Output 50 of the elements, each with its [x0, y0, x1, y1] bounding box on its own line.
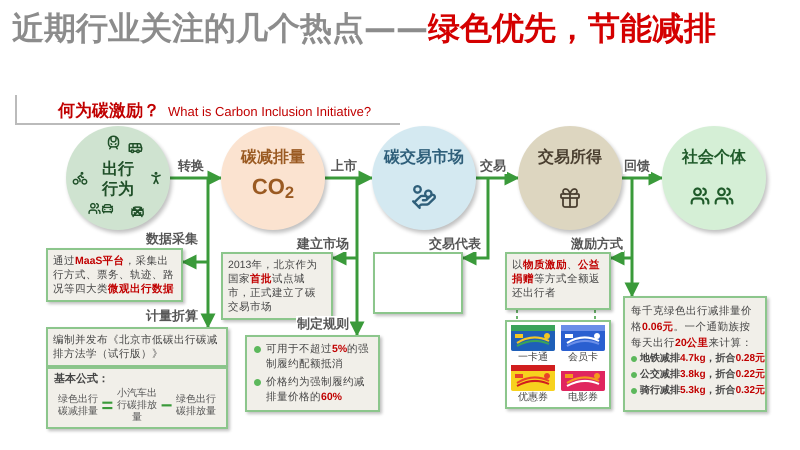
- card-panel: [505, 320, 611, 409]
- edge-label: 交易代表: [428, 236, 482, 252]
- arrow: [462, 176, 490, 266]
- note-text: 以物质激励、公益捐赠等方式全额返还出行者: [512, 258, 601, 300]
- formula-text: CO$_{2}$: [252, 176, 294, 198]
- note-text: 2013年，北京作为国家首批试点城市，正式建立了碳交易市场: [228, 258, 318, 314]
- page-title: 近期行业关注的几个热点——绿色优先，节能减排: [12, 8, 716, 49]
- node-title: 出行行为: [101, 160, 135, 200]
- bullet-text: 骑行减排5.3kg，折合0.32元: [640, 384, 766, 398]
- node-title: 碳交易市场: [384, 148, 464, 168]
- note-box: [46, 327, 228, 367]
- edge-label: 计量折算: [145, 308, 199, 324]
- edge-label: 上市: [330, 158, 358, 174]
- bullet-text: 公交减排3.8kg，折合0.22元: [640, 367, 766, 382]
- formula-term: 绿色出行碳排放量: [175, 394, 218, 418]
- edge-label: 交易: [479, 158, 507, 174]
- card-caption: 优惠券: [518, 391, 548, 404]
- dashed-connector: [594, 310, 596, 320]
- edge-label: 激励方式: [570, 236, 624, 252]
- edge-label: 制定规则: [296, 316, 350, 332]
- card-caption: 一卡通: [518, 351, 548, 364]
- dashed-connector: [516, 310, 518, 320]
- node-title: 交易所得: [538, 148, 602, 168]
- node-title: 社会个体: [682, 148, 746, 168]
- bullet-text: 可用于不超过5%的强制履约配额抵消: [266, 342, 370, 372]
- edge-label: 数据采集: [145, 231, 199, 248]
- formula-term: 绿色出行碳减排量: [56, 394, 99, 418]
- edge-label: 建立市场: [296, 236, 350, 252]
- note-box: [623, 296, 767, 412]
- empty-box: [373, 252, 463, 314]
- note-text: 每千克绿色出行减排量价格0.06元。一个通勤族按每天出行20公里来计算：: [631, 304, 754, 351]
- formula-term: 小汽车出行碳排放量: [116, 388, 158, 424]
- note-box: [46, 248, 183, 302]
- card-caption: 会员卡: [568, 351, 598, 364]
- note-text: 编制并发布《北京市低碳出行碳减排方法学（试行版）》: [53, 333, 219, 361]
- edge-label: 转换: [177, 158, 205, 174]
- section-subheading: What is Carbon Inclusion Initiative?: [168, 103, 372, 121]
- bullet-text: 地铁减排4.7kg，折合0.28元: [640, 352, 766, 366]
- operator-sign: =: [102, 396, 114, 416]
- note-text: 通过MaaS平台，采集出行方式、票务、轨迹、路况等四大类微观出行数据: [53, 254, 175, 296]
- node-title: 碳减排量: [241, 148, 305, 168]
- note-box: [245, 335, 380, 412]
- edge-label: 回馈: [623, 158, 651, 174]
- note-box: [505, 252, 611, 310]
- card-caption: 电影券: [568, 391, 598, 404]
- bullet-text: 价格约为强制履约减排量价格的60%: [266, 375, 366, 405]
- formula-heading: 基本公式：: [54, 372, 110, 386]
- operator-sign: −: [160, 396, 172, 416]
- note-box: [46, 367, 228, 429]
- section-heading: 何为碳激励？: [58, 100, 160, 122]
